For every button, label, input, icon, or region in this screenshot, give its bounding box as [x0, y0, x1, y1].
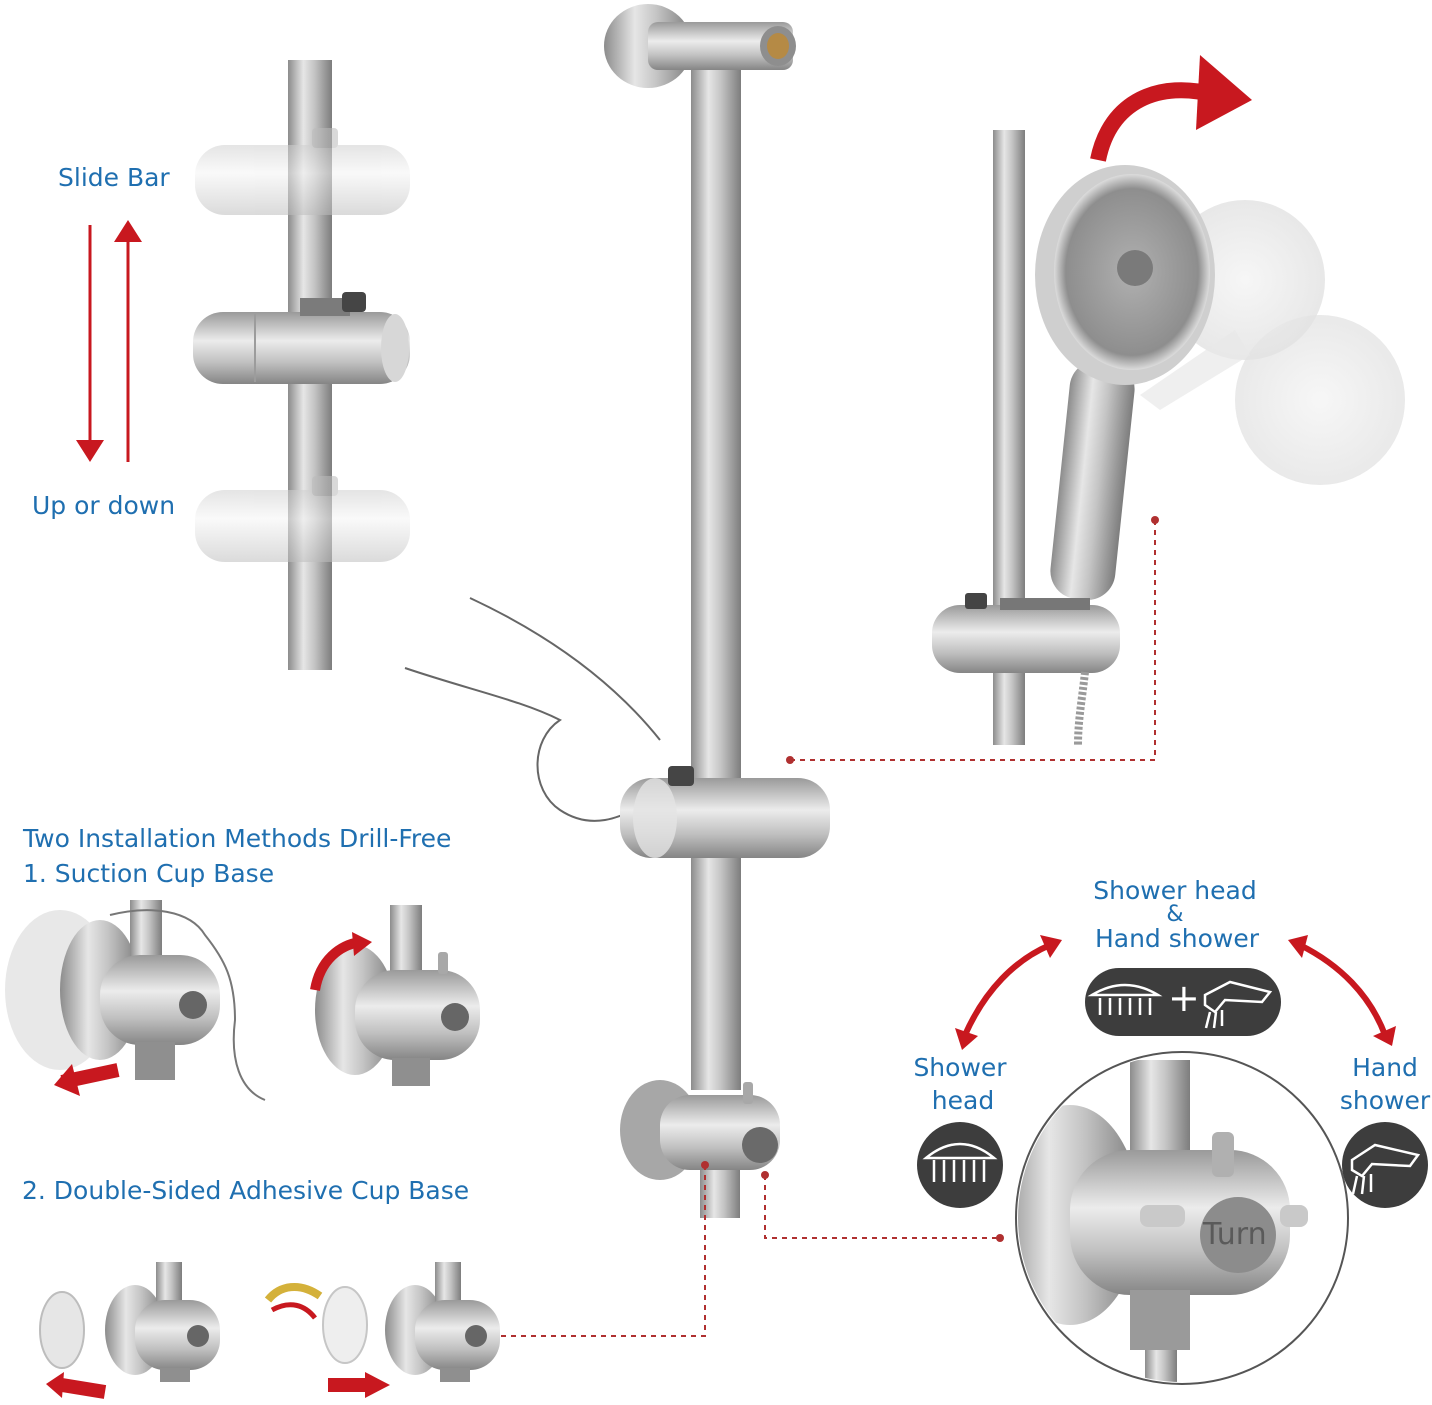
handheld-rotate-detail — [932, 55, 1405, 746]
center-slider — [620, 766, 830, 858]
turn-label: Turn — [1203, 1217, 1267, 1252]
leader-line-head — [790, 520, 1156, 761]
combo-label-line2: Hand shower — [1094, 924, 1260, 953]
adhesive-method-illustration — [39, 1262, 500, 1399]
shower-head-label-line1: Shower — [913, 1053, 1007, 1082]
up-or-down-label: Up or down — [32, 491, 176, 520]
leader-line-diverter — [764, 1175, 1000, 1239]
plus-sign: + — [1168, 976, 1200, 1020]
top-elbow — [648, 22, 793, 70]
suction-method-illustration — [5, 900, 480, 1101]
hand-outline — [404, 597, 661, 822]
rail-tube — [691, 70, 741, 1090]
handheld-holder — [932, 605, 1120, 673]
method-adhesive-label: 2. Double-Sided Adhesive Cup Base — [22, 1176, 470, 1205]
install-methods-title: Two Installation Methods Drill-Free — [23, 824, 452, 853]
hand-shower-icon — [1203, 980, 1273, 1029]
shower-head-badge — [917, 1122, 1003, 1208]
shower-head-label-line2: head — [931, 1086, 995, 1115]
slide-bar-detail — [76, 60, 410, 670]
combo-label-amp: & — [1166, 902, 1184, 927]
shower-head-icon — [922, 1142, 998, 1182]
double-arrow-icon-right — [1298, 942, 1388, 1037]
handle — [1050, 360, 1135, 601]
slider-ghost-top — [195, 128, 410, 215]
slider-main — [193, 292, 410, 384]
riser-rail — [404, 4, 1159, 1340]
hand-shower-label-line1: Hand — [1352, 1053, 1418, 1082]
leader-line-adhesive — [495, 1165, 706, 1337]
method-suction-label: 1. Suction Cup Base — [23, 859, 275, 888]
ghost-head-2 — [1235, 315, 1405, 485]
shower-head-icon — [1087, 983, 1163, 1015]
hand-shower-icon — [1350, 1143, 1421, 1195]
diverter-mode-detail — [917, 935, 1428, 1385]
rotate-arrow-icon — [1090, 82, 1218, 162]
hand-shower-label-line2: shower — [1339, 1086, 1431, 1115]
slider-ghost-bottom — [195, 476, 410, 562]
slide-bar-label: Slide Bar — [58, 163, 170, 192]
center-diverter — [620, 1080, 780, 1218]
double-arrow-icon-left — [962, 942, 1052, 1037]
combo-label-line1: Shower head — [1093, 876, 1257, 905]
